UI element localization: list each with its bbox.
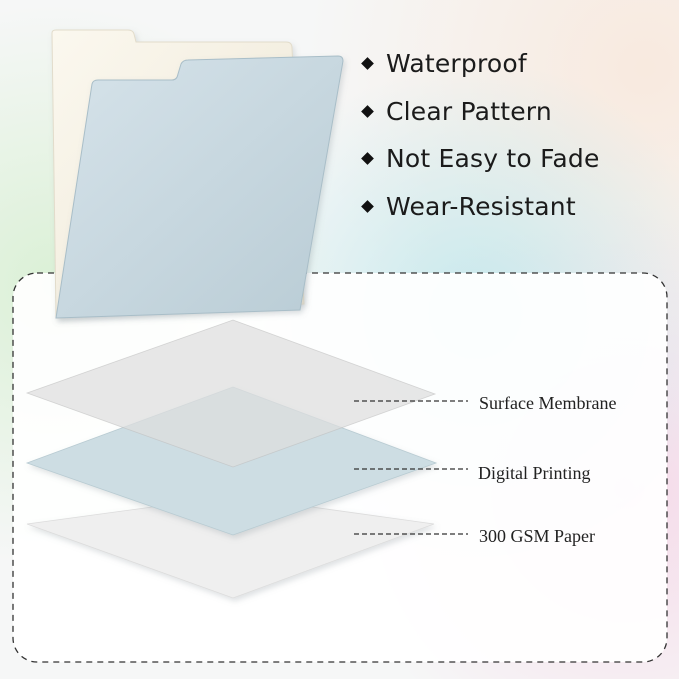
front-folder xyxy=(55,55,344,319)
feature-label: Waterproof xyxy=(386,49,527,79)
feature-item-waterproof: Waterproof xyxy=(361,40,661,88)
diamond-icon xyxy=(361,104,374,118)
digital-printing-label: Digital Printing xyxy=(478,463,591,483)
diamond-icon xyxy=(361,152,374,166)
feature-label: Clear Pattern xyxy=(386,96,552,126)
feature-item-clear-pattern: Clear Pattern xyxy=(361,88,661,136)
feature-list: Waterproof Clear Pattern Not Easy to Fad… xyxy=(361,40,661,230)
feature-label: Not Easy to Fade xyxy=(386,144,600,174)
diamond-icon xyxy=(361,199,374,213)
surface-membrane-label: Surface Membrane xyxy=(479,393,617,413)
diamond-icon xyxy=(361,57,374,71)
feature-item-not-easy-to-fade: Not Easy to Fade xyxy=(361,135,661,183)
feature-item-wear-resistant: Wear-Resistant xyxy=(361,183,661,231)
surface-membrane-layer xyxy=(25,319,437,468)
paper-label: 300 GSM Paper xyxy=(479,526,595,546)
feature-label: Wear-Resistant xyxy=(386,191,576,221)
